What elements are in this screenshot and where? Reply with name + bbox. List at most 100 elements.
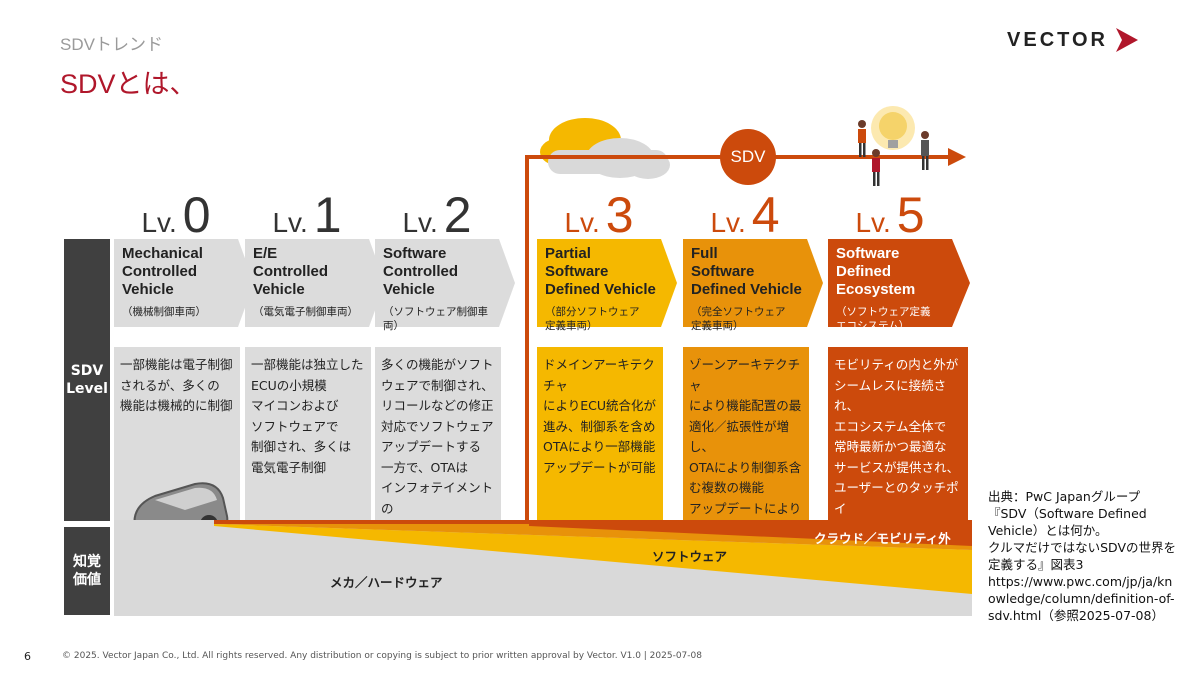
description-line: により機能配置の最 (689, 398, 802, 413)
level-prefix: Lv. (855, 207, 891, 238)
description-line: OTAにより一部機能 (543, 439, 656, 454)
logo-chevron-icon (1116, 28, 1138, 52)
level-digit: 0 (182, 187, 211, 243)
level-name-line: Vehicle (122, 281, 174, 298)
source-line: クルマだけではないSDVの世界を (988, 540, 1177, 555)
source-line: sdv.html（参照2025-07-08） (988, 608, 1164, 623)
level-name-line: Full (691, 245, 718, 262)
level-japanese-name: （電気電子制御車両） (253, 305, 371, 319)
description-line: アップデートにより (689, 500, 802, 516)
chevron-shape (537, 239, 677, 327)
level-sub-line: （部分ソフトウェア (545, 306, 640, 318)
description-line: 一部機能は独立した (251, 357, 364, 372)
chevron-shape (375, 239, 515, 327)
sdv-circle (720, 129, 776, 185)
level-prefix: Lv. (272, 207, 308, 238)
row-label-line: SDV (70, 363, 104, 379)
description-line: モビリティの内と外が (834, 357, 959, 372)
breadcrumb: SDVトレンド (60, 35, 163, 54)
description-line: 対応でソフトウェア (381, 418, 494, 434)
level-name-line: Software (383, 245, 447, 262)
copyright-footer: © 2025. Vector Japan Co., Ltd. All right… (62, 651, 702, 661)
level-description-4: ゾーンアーキテクチャにより機能配置の最適化／拡張性が増し、OTAにより制御系含む… (683, 347, 809, 557)
perceived-value-row-label: 知覚価値 (64, 527, 110, 615)
level-name-line: Software (545, 263, 609, 280)
source-line: Vehicle）とは何か。 (988, 523, 1108, 538)
level-japanese-name: （部分ソフトウェア定義車両） (545, 305, 663, 333)
page-number: 6 (24, 650, 31, 663)
level-prefix: Lv. (564, 207, 600, 238)
description-line: アップデートが可能 (543, 459, 656, 475)
level-number: Lv.2 (375, 186, 499, 244)
level-name-line: Controlled (383, 263, 458, 280)
level-sub-line: 定義車両） (691, 320, 744, 332)
level-prefix: Lv. (141, 207, 177, 238)
level-sub-line: （電気電子制御車両） (253, 306, 358, 318)
description-line: 機能は機械的に制御 (120, 398, 233, 413)
source-citation: 出典：PwC Japanグループ 『SDV（Software Defined V… (988, 488, 1188, 624)
source-line: 『SDV（Software Defined (988, 506, 1147, 521)
level-japanese-name: （ソフトウェア定義エコシステム） (836, 305, 954, 333)
level-number: Lv.5 (828, 186, 952, 244)
level-sub-line: （ソフトウェア定義 (836, 306, 931, 318)
level-prefix: Lv. (710, 207, 746, 238)
level-number: Lv.3 (537, 186, 661, 244)
level-description-5: モビリティの内と外がシームレスに接続され、エコシステム全体で常時最新かつ最適なサ… (828, 347, 968, 536)
hardware-label: メカ／ハードウェア (330, 575, 443, 590)
description-line: 一部機能は電子制御 (120, 357, 233, 372)
level-name-line: Vehicle (383, 281, 435, 298)
level-name-line: Software (691, 263, 755, 280)
cloud-icon (540, 118, 670, 179)
level-name-line: Controlled (122, 263, 197, 280)
source-line: https://www.pwc.com/jp/ja/kn (988, 574, 1173, 589)
chevron-shape (245, 239, 385, 327)
level-japanese-name: （ソフトウェア制御車両） (383, 305, 501, 333)
level-sub-line: （機械制御車両） (122, 306, 206, 318)
level-description-3: ドメインアーキテクチャによりECU統合化が進み、制御系を含め OTAにより一部機能… (537, 347, 663, 521)
level-name-line: Defined Vehicle (545, 281, 656, 298)
description-line: 多くの機能がソフト (381, 357, 494, 372)
description-line: 一方で、OTAは (381, 459, 469, 475)
chevron-shape (828, 239, 970, 327)
level-name-line: Software (836, 245, 900, 262)
description-line: リコールなどの修正 (381, 398, 494, 413)
ecosystem-illustration (858, 106, 929, 186)
description-line: ソフトウェアで (251, 418, 339, 434)
level-sub-line: エコシステム） (836, 320, 910, 332)
description-line: ウェアで制御され、 (381, 377, 494, 393)
level-name-line: E/E (253, 245, 278, 262)
level-sub-line: 定義車両） (545, 320, 598, 332)
vector-logo: VECTOR (1007, 26, 1140, 54)
source-line: 出典：PwC Japanグループ (988, 489, 1141, 504)
description-line: 制御され、多くは (251, 439, 352, 454)
chevron-shape (683, 239, 823, 327)
chevron-shape (114, 239, 254, 327)
description-line: シームレスに接続され、 (834, 377, 947, 414)
description-line: ゾーンアーキテクチャ (689, 357, 801, 393)
sdv-marker-label: SDV (730, 147, 766, 166)
description-line: ユーザーとのタッチポイ (834, 480, 959, 516)
description-line: ドメインアーキテクチャ (543, 357, 655, 393)
level-sub-line: （完全ソフトウェア (691, 306, 786, 318)
software-layer (214, 524, 972, 594)
level-japanese-name: （完全ソフトウェア定義車両） (691, 305, 809, 333)
description-line: 適化／拡張性が増し、 (689, 418, 790, 455)
description-line: 進み、制御系を含め (543, 418, 656, 434)
description-line: によりECU統合化が (543, 398, 657, 413)
level-japanese-name: （機械制御車両） (122, 305, 240, 319)
description-line: 電気電子制御 (251, 459, 327, 475)
software-label: ソフトウェア (652, 549, 728, 564)
